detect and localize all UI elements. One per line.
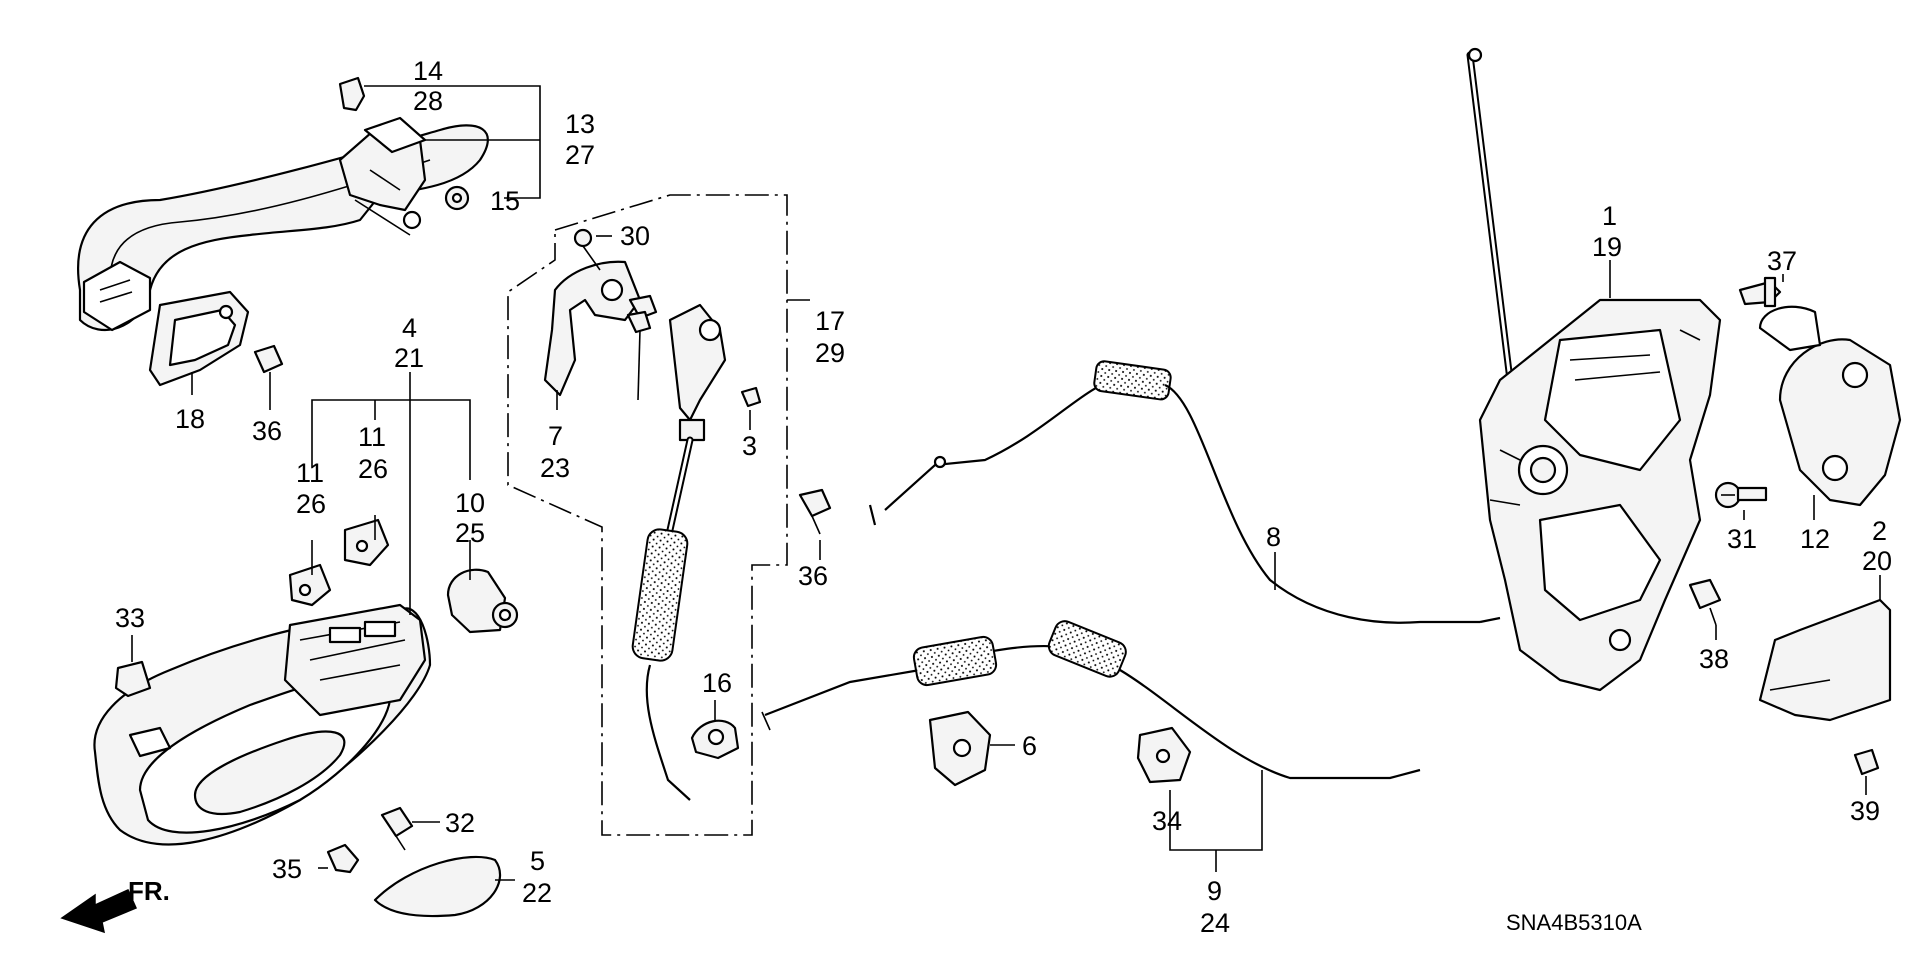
callout-31: 31	[1727, 524, 1757, 554]
bolt-39	[1853, 748, 1880, 776]
callout-28: 28	[413, 86, 443, 116]
callout-17: 17	[815, 306, 845, 336]
screw-31	[1714, 481, 1768, 509]
key-cylinder-bracket-7	[543, 260, 642, 397]
callout-24: 24	[1200, 908, 1230, 938]
callout-8: 8	[1266, 522, 1281, 552]
callout-6: 6	[1022, 731, 1037, 761]
cable-9	[761, 620, 1421, 780]
clip-10	[446, 568, 519, 634]
bolt-38	[1688, 578, 1722, 626]
callout-38: 38	[1699, 644, 1729, 674]
callout-34: 34	[1152, 806, 1182, 836]
bolt-36b	[798, 488, 832, 535]
callout-27: 27	[565, 140, 595, 170]
callout-32: 32	[445, 808, 475, 838]
callout-33: 33	[115, 603, 145, 633]
grommet-16	[690, 719, 740, 760]
key-cylinder	[668, 303, 727, 442]
callout-numbers: 14 28 13 27 15 18 36 4 21 11 26 11 26 10…	[115, 56, 1892, 938]
front-direction-arrow: FR.	[60, 876, 170, 934]
callout-30: 30	[620, 221, 650, 251]
callout-13: 13	[565, 109, 595, 139]
screw-37	[1738, 276, 1782, 308]
callout-16: 16	[702, 668, 732, 698]
nut-15	[444, 185, 470, 211]
callout-1: 1	[1602, 201, 1617, 231]
callout-10: 10	[455, 488, 485, 518]
callout-21: 21	[394, 343, 424, 373]
bolt-30	[573, 228, 601, 271]
callout-2: 2	[1872, 516, 1887, 546]
door-striker-12	[1758, 305, 1902, 507]
callout-7: 7	[548, 421, 563, 451]
callout-36a: 36	[252, 416, 282, 446]
callout-23: 23	[540, 453, 570, 483]
callout-12: 12	[1800, 524, 1830, 554]
callout-35: 35	[272, 854, 302, 884]
callout-18: 18	[175, 404, 205, 434]
handle-gasket-18	[148, 290, 250, 387]
clip-11a	[288, 563, 332, 607]
callout-26a: 26	[296, 489, 326, 519]
callout-22: 22	[522, 878, 552, 908]
clip-11b	[343, 518, 390, 567]
callout-19: 19	[1592, 232, 1622, 262]
bolt-36a	[253, 344, 284, 374]
callout-36b: 36	[798, 561, 828, 591]
clip-35	[326, 843, 360, 874]
callout-5: 5	[530, 846, 545, 876]
callout-25: 25	[455, 518, 485, 548]
diagram-code: SNA4B5310A	[1506, 910, 1642, 935]
screw-32	[380, 806, 414, 851]
clip-34	[1136, 726, 1192, 784]
callout-29: 29	[815, 338, 845, 368]
handle-clip-14	[338, 76, 366, 112]
clip-6	[928, 710, 992, 787]
lock-cylinder-rod	[631, 436, 694, 801]
callout-11b: 11	[358, 422, 386, 452]
front-direction-label: FR.	[128, 876, 170, 906]
cable-8	[868, 360, 1501, 624]
callout-37: 37	[1767, 246, 1797, 276]
callout-4: 4	[402, 313, 417, 343]
callout-14: 14	[413, 56, 443, 86]
callout-15: 15	[490, 186, 520, 216]
clip-33	[114, 660, 152, 698]
callout-3: 3	[742, 431, 757, 461]
callout-20: 20	[1862, 546, 1892, 576]
leader-lines	[131, 85, 1881, 881]
screw-3	[740, 386, 762, 408]
callout-39: 39	[1850, 796, 1880, 826]
callout-26b: 26	[358, 454, 388, 484]
callout-9: 9	[1207, 876, 1222, 906]
handle-cap-5	[373, 855, 502, 918]
outer-door-handle	[77, 116, 489, 332]
actuator-cover-2	[1758, 598, 1892, 722]
callout-11a: 11	[296, 458, 324, 488]
door-lock-actuator	[1466, 47, 1722, 692]
key-set	[626, 294, 658, 401]
inner-door-handle	[93, 603, 432, 846]
